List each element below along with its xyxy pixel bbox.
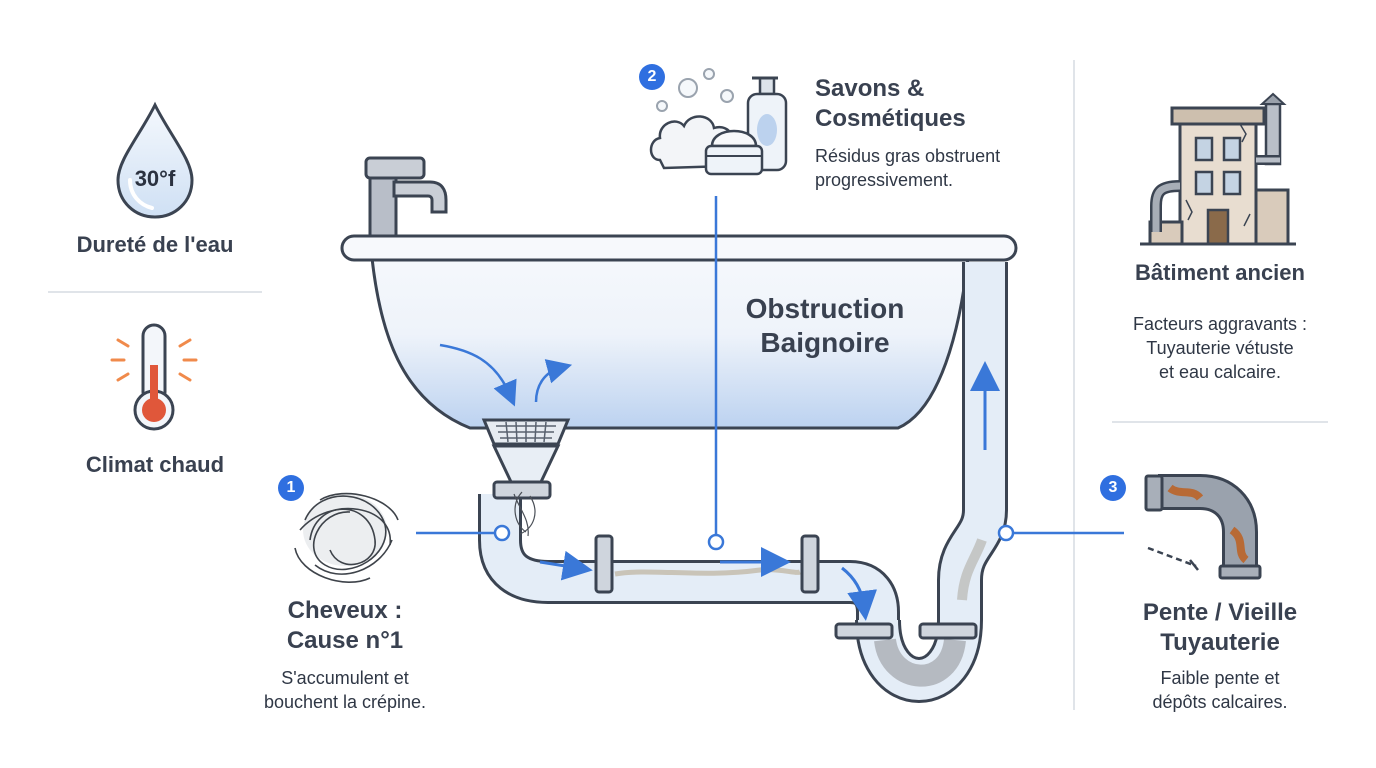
rusty-pipe-icon [1144, 474, 1262, 580]
cause-2-title-line2: Cosmétiques [815, 105, 966, 132]
cause-3-title-line2: Tuyauterie [1160, 629, 1280, 656]
cause-2-title: Savons & Cosmétiques [815, 74, 1055, 134]
cause-1-title: Cheveux : Cause n°1 [240, 596, 450, 656]
cause-1-desc-line1: S'accumulent et [281, 668, 409, 688]
building-desc-line3: et eau calcaire. [1158, 362, 1282, 382]
hair-ball-icon [294, 492, 399, 583]
climate-label: Climat chaud [85, 452, 225, 477]
cause-1-desc-line2: bouchent la crépine. [263, 692, 427, 712]
cause-3-title: Pente / Vieille Tuyauterie [1090, 598, 1350, 658]
cause-1-title-line2: Cause n°1 [286, 627, 404, 654]
cause-2-badge: 2 [639, 64, 665, 90]
cause-3-desc-line1: Faible pente et [1160, 668, 1280, 688]
water-hardness-value: 30°f [134, 166, 176, 191]
cause-3-badge: 3 [1100, 475, 1126, 501]
center-title-line1: Obstruction [745, 293, 905, 324]
connector-lines [416, 196, 1124, 551]
bathtub-icon [340, 234, 1018, 430]
faucet-icon [364, 156, 448, 244]
cause-3-desc: Faible pente et dépôts calcaires. [1100, 666, 1340, 714]
water-hardness-label: Dureté de l'eau [76, 232, 234, 257]
cause-2-desc-line1: Résidus gras obstruent [815, 146, 1001, 166]
center-title-line2: Baignoire [760, 327, 890, 358]
cause-1-badge: 1 [278, 475, 304, 501]
cause-1-title-line1: Cheveux : [287, 597, 403, 624]
soap-cosmetics-icon [649, 68, 788, 176]
cause-3-desc-line2: dépôts calcaires. [1152, 692, 1288, 712]
cause-3-title-line1: Pente / Vieille [1142, 599, 1298, 626]
building-title: Bâtiment ancien [1135, 260, 1305, 285]
drain-pipe-icon [478, 262, 1008, 703]
cause-2-title-line1: Savons & [815, 75, 925, 102]
drain-hair-icon [513, 491, 536, 537]
thermometer-icon [110, 323, 198, 431]
building-desc: Facteurs aggravants : Tuyauterie vétuste… [1100, 312, 1340, 384]
old-building-icon [1140, 92, 1296, 246]
water-drop-icon [116, 101, 194, 219]
cause-1-desc: S'accumulent et bouchent la crépine. [232, 666, 458, 714]
cause-2-desc: Résidus gras obstruent progressivement. [815, 144, 1065, 192]
building-desc-line1: Facteurs aggravants : [1132, 314, 1308, 334]
cause-2-desc-line2: progressivement. [815, 170, 954, 190]
drain-strainer-icon [481, 418, 571, 486]
building-desc-line2: Tuyauterie vétuste [1146, 338, 1294, 358]
center-title: Obstruction Baignoire [700, 292, 950, 360]
